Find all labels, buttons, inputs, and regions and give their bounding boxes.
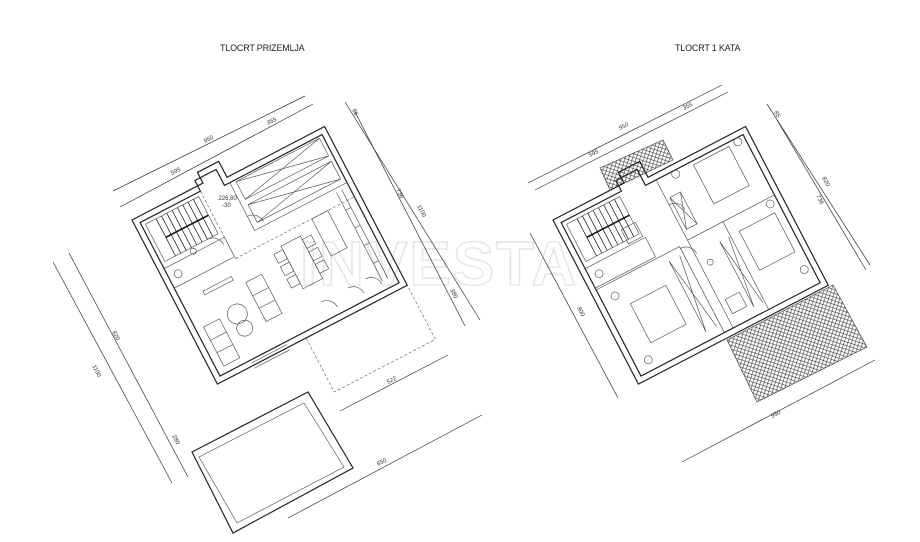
toilet-icon (594, 269, 604, 279)
inner-wall (560, 133, 821, 377)
tv-unit (202, 276, 234, 296)
bed (738, 212, 796, 271)
ground-floor-title: TLOCRT PRIZEMLJA (220, 43, 305, 53)
dimension-label: 595 (170, 167, 182, 177)
dimension-label: 800 (575, 306, 585, 318)
kitchen-counter (336, 189, 389, 282)
dimension-line (681, 359, 876, 463)
bathroom (584, 236, 656, 289)
dimension-label: 736 (814, 194, 824, 206)
dimension-line (287, 414, 483, 519)
shower (724, 291, 748, 315)
kitchen-island (311, 210, 348, 257)
level-note: -30 (222, 203, 231, 209)
dimension-line (776, 119, 867, 271)
dimension-line (534, 91, 729, 191)
dimension-line (529, 232, 619, 399)
dimension-line (119, 103, 314, 208)
dimension-line (344, 101, 481, 321)
roof-hatch-bottom (726, 284, 868, 403)
first-floor-building (552, 125, 830, 385)
terrace-pergola (305, 285, 436, 393)
stair-treads (155, 199, 214, 257)
pool-water (198, 402, 345, 524)
sink-icon (190, 247, 197, 255)
dimension-label: 85 (772, 110, 781, 119)
first-floor-title: TLOCRT 1 KATA (675, 43, 740, 53)
toilet-icon (706, 258, 714, 266)
cabinet (235, 137, 330, 200)
roof-hatch-top (599, 139, 674, 191)
dimension-line (354, 111, 466, 327)
ground-floor-building: 226,80 -30 (131, 125, 436, 393)
partition (596, 246, 725, 333)
wardrobe (669, 191, 698, 230)
dimension-label: 85 (350, 108, 359, 117)
inner-wall (139, 133, 400, 377)
bed (629, 284, 687, 344)
outer-wall (131, 125, 409, 385)
pool-outer-edge (191, 391, 354, 534)
door-swing-icon (207, 237, 224, 245)
outer-wall (552, 125, 830, 385)
ground-floor-plan: 226,80 -30 950 595 355 85 736 1100 380 8… (52, 95, 483, 534)
sofa (245, 273, 283, 322)
stair-treads (576, 199, 635, 257)
dining-chairs (273, 234, 330, 289)
dimension-label: 1100 (90, 364, 102, 379)
toilet-icon (173, 269, 183, 279)
dimension-line (766, 103, 871, 266)
dimension-label: 650 (376, 458, 388, 468)
wardrobe (719, 236, 764, 308)
door-swing-icon (247, 214, 264, 222)
dimension-label: 380 (448, 288, 458, 300)
dimension-line (68, 252, 189, 478)
cabinet (247, 160, 342, 223)
window (251, 344, 290, 369)
dimension-line (339, 354, 449, 412)
dimension-label: 280 (170, 434, 180, 446)
terrace-doors (321, 277, 382, 308)
dimension-label: 950 (770, 410, 782, 420)
wardrobe (668, 255, 717, 333)
level-note: 226,80 (218, 196, 237, 202)
dimension-label: 355 (266, 117, 278, 127)
dimension-label: 736 (394, 188, 404, 200)
dimension-label: 950 (203, 135, 215, 145)
ground-floor-dimensions: 950 595 355 85 736 1100 380 820 1100 280… (52, 95, 483, 519)
dimension-label: 522 (386, 376, 398, 386)
dimension-label: 950 (618, 122, 630, 132)
first-floor-dimensions: 950 595 355 85 820 736 800 950 (527, 84, 876, 463)
dimension-label: 595 (588, 149, 600, 159)
bed (693, 146, 750, 205)
watermark-logo: INVESTA (300, 230, 578, 299)
dimension-label: 820 (110, 330, 120, 342)
dimension-label: 1100 (415, 204, 427, 219)
dimension-line (527, 84, 723, 184)
dimension-label: 355 (682, 102, 694, 112)
dimension-line (52, 261, 173, 484)
coffee-table (227, 303, 248, 325)
dimension-label: 820 (820, 176, 830, 188)
door-swing-icon (668, 203, 697, 254)
shower (620, 221, 644, 245)
partition (655, 179, 775, 329)
first-floor-plan: 950 595 355 85 820 736 800 950 (527, 84, 876, 463)
dimension-line (112, 95, 306, 192)
sofa (203, 318, 241, 367)
